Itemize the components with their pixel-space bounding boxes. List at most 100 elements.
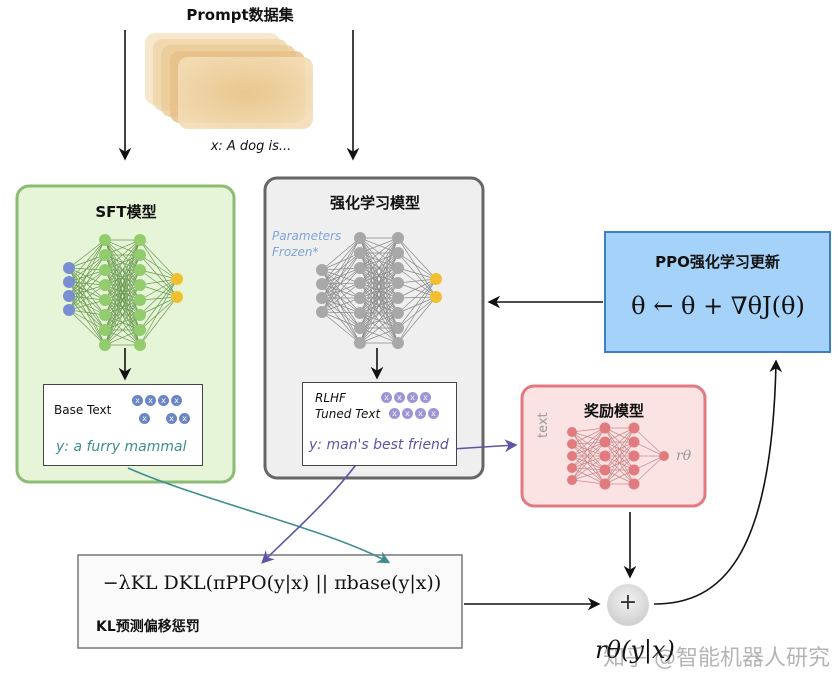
network-node xyxy=(99,324,111,336)
network-edge xyxy=(321,237,361,271)
network-node xyxy=(392,292,404,304)
network-edge xyxy=(571,455,606,481)
network-edge xyxy=(397,278,437,314)
network-edge xyxy=(571,467,606,485)
dataset-sample: x: A dog is... xyxy=(210,139,292,154)
network-edge xyxy=(321,237,361,285)
network-node xyxy=(628,422,640,434)
sft-output-text: y: a furry mammal xyxy=(56,439,187,455)
network-node xyxy=(354,292,366,304)
network-edge xyxy=(321,311,361,344)
token-icon: x xyxy=(394,392,405,403)
network-edge xyxy=(571,441,606,445)
network-edge xyxy=(321,311,361,314)
token-icon: x xyxy=(171,395,182,406)
network-edge xyxy=(571,431,606,471)
network-node xyxy=(659,451,669,461)
network-node xyxy=(628,436,640,448)
network-node xyxy=(316,264,328,276)
network-edge xyxy=(397,296,437,329)
network-edge xyxy=(397,267,437,298)
network-node xyxy=(599,450,611,462)
sft-network-graphic xyxy=(63,234,183,351)
network-edge xyxy=(68,309,106,316)
token-icon: x xyxy=(389,408,400,419)
network-node xyxy=(354,277,366,289)
network-edge xyxy=(321,269,361,314)
network-node xyxy=(392,307,404,319)
arrow-rl-to-kl-ppo xyxy=(261,461,359,564)
network-edge xyxy=(397,296,437,299)
network-node xyxy=(392,337,404,349)
network-edge xyxy=(397,278,437,284)
network-node xyxy=(354,247,366,259)
network-edge xyxy=(321,297,361,314)
network-node xyxy=(392,322,404,334)
kl-formula: −λKL DKL(πPPO(y|x) || πbase(y|x)) xyxy=(86,572,458,594)
sum-node xyxy=(607,584,649,626)
network-edge xyxy=(321,282,361,313)
token-icon: x xyxy=(415,408,426,419)
network-edge xyxy=(571,467,606,471)
prompt-dataset-stack xyxy=(145,33,313,129)
network-edge xyxy=(633,455,665,471)
network-edge xyxy=(571,431,606,443)
rl-output-text: y: man's best friend xyxy=(309,437,449,453)
token-icon: x xyxy=(402,408,413,419)
network-edge xyxy=(604,455,635,485)
network-edge xyxy=(359,237,399,329)
network-edge xyxy=(359,237,399,284)
network-edge xyxy=(139,269,178,280)
ppo-update-box xyxy=(604,231,831,353)
network-edge xyxy=(571,455,606,469)
dataset-title: Prompt数据集 xyxy=(186,6,294,24)
network-edge xyxy=(68,284,106,311)
network-edge xyxy=(359,327,399,344)
network-edge xyxy=(139,278,178,316)
network-node xyxy=(392,262,404,274)
network-edge xyxy=(321,269,361,329)
network-edge xyxy=(321,297,361,313)
network-node xyxy=(99,234,111,246)
reward-network-graphic xyxy=(567,422,669,490)
network-edge xyxy=(359,297,399,344)
network-node xyxy=(316,292,328,304)
network-node xyxy=(567,427,577,437)
network-edge xyxy=(139,296,178,331)
network-node xyxy=(134,294,146,306)
network-edge xyxy=(633,427,665,457)
network-node xyxy=(392,232,404,244)
network-edge xyxy=(571,455,606,485)
network-edge xyxy=(68,309,106,331)
network-edge xyxy=(68,269,106,311)
token-icon: x xyxy=(132,395,143,406)
network-edge xyxy=(571,427,606,433)
network-node xyxy=(354,307,366,319)
watermark: 知乎 @智能机器人研究 xyxy=(603,646,830,671)
network-node xyxy=(99,309,111,321)
network-edge xyxy=(571,443,606,485)
network-edge xyxy=(68,239,106,283)
network-edge xyxy=(397,278,437,329)
reward-input-label: text xyxy=(536,412,551,438)
network-edge xyxy=(68,281,106,286)
network-edge xyxy=(139,278,178,286)
network-edge xyxy=(104,239,141,271)
network-edge xyxy=(397,296,437,344)
network-node xyxy=(99,264,111,276)
network-edge xyxy=(359,267,399,344)
network-node xyxy=(354,262,366,274)
token-icon: x xyxy=(407,392,418,403)
rl-network-graphic xyxy=(316,232,442,349)
network-edge xyxy=(571,441,606,481)
network-node xyxy=(567,451,577,461)
sft-title: SFT模型 xyxy=(95,203,157,221)
network-edge xyxy=(139,284,178,298)
network-node xyxy=(430,291,442,303)
network-edge xyxy=(604,427,635,457)
kl-formula-text: −λKL DKL(πPPO(y|x) || πbase(y|x)) xyxy=(102,572,442,594)
network-node xyxy=(99,249,111,261)
network-edge xyxy=(359,237,399,314)
network-node xyxy=(63,262,75,274)
